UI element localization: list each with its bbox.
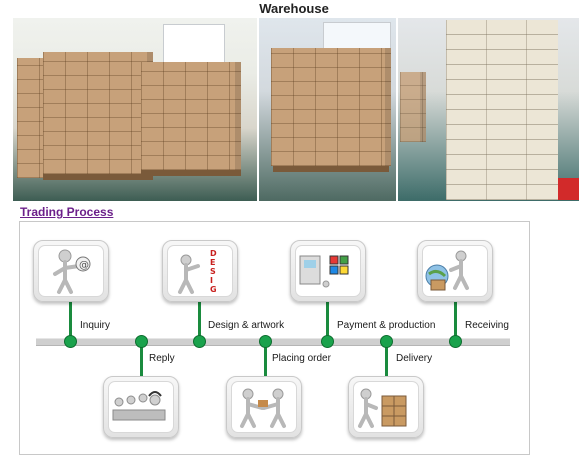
timeline-dot-delivery xyxy=(380,335,393,348)
timeline-dot-payment xyxy=(321,335,334,348)
svg-text:D: D xyxy=(210,249,217,258)
step-label-design: Design & artwork xyxy=(208,320,285,331)
svg-text:G: G xyxy=(210,285,217,294)
step-label-payment: Payment & production xyxy=(337,320,436,331)
warehouse-photo-3 xyxy=(398,18,579,201)
step-card-placing-order xyxy=(226,376,302,438)
timeline-dot-receiving xyxy=(449,335,462,348)
step-card-payment xyxy=(290,240,366,302)
stem-reply xyxy=(140,344,143,378)
step-label-receiving: Receiving xyxy=(465,320,509,331)
stem-delivery xyxy=(385,344,388,378)
step-card-delivery xyxy=(348,376,424,438)
timeline-dot-placing-order xyxy=(259,335,272,348)
step-label-inquiry: Inquiry xyxy=(80,320,111,331)
handshake-figures-icon xyxy=(240,388,286,428)
trading-process-heading[interactable]: Trading Process xyxy=(20,205,114,219)
step-card-receiving xyxy=(417,240,493,302)
page-title: Warehouse xyxy=(259,1,329,16)
svg-text:S: S xyxy=(210,267,216,276)
stem-inquiry xyxy=(69,295,72,339)
timeline-dot-design xyxy=(193,335,206,348)
svg-text:E: E xyxy=(210,258,215,267)
delivery-boxes-icon xyxy=(358,388,407,428)
call-center-icon xyxy=(112,391,166,421)
svg-text:I: I xyxy=(210,276,213,285)
step-card-inquiry: @ xyxy=(33,240,109,302)
step-label-delivery: Delivery xyxy=(396,353,433,364)
stem-payment xyxy=(326,295,329,339)
warehouse-photo-2 xyxy=(259,18,396,201)
stem-receiving xyxy=(454,295,457,339)
receiving-figure-icon xyxy=(425,250,469,291)
timeline-dot-reply xyxy=(135,335,148,348)
warehouse-photo-1 xyxy=(13,18,257,201)
svg-text:@: @ xyxy=(79,260,89,271)
design-figure-icon: DES IG xyxy=(178,249,217,294)
step-card-reply xyxy=(103,376,179,438)
stem-placing-order xyxy=(264,344,267,378)
timeline-dot-inquiry xyxy=(64,335,77,348)
step-label-placing-order: Placing order xyxy=(272,353,331,364)
stem-design xyxy=(198,295,201,339)
payment-production-icon xyxy=(299,255,349,288)
step-label-reply: Reply xyxy=(149,353,175,364)
process-timeline xyxy=(36,338,510,346)
inquiry-figure-icon: @ xyxy=(53,249,91,294)
